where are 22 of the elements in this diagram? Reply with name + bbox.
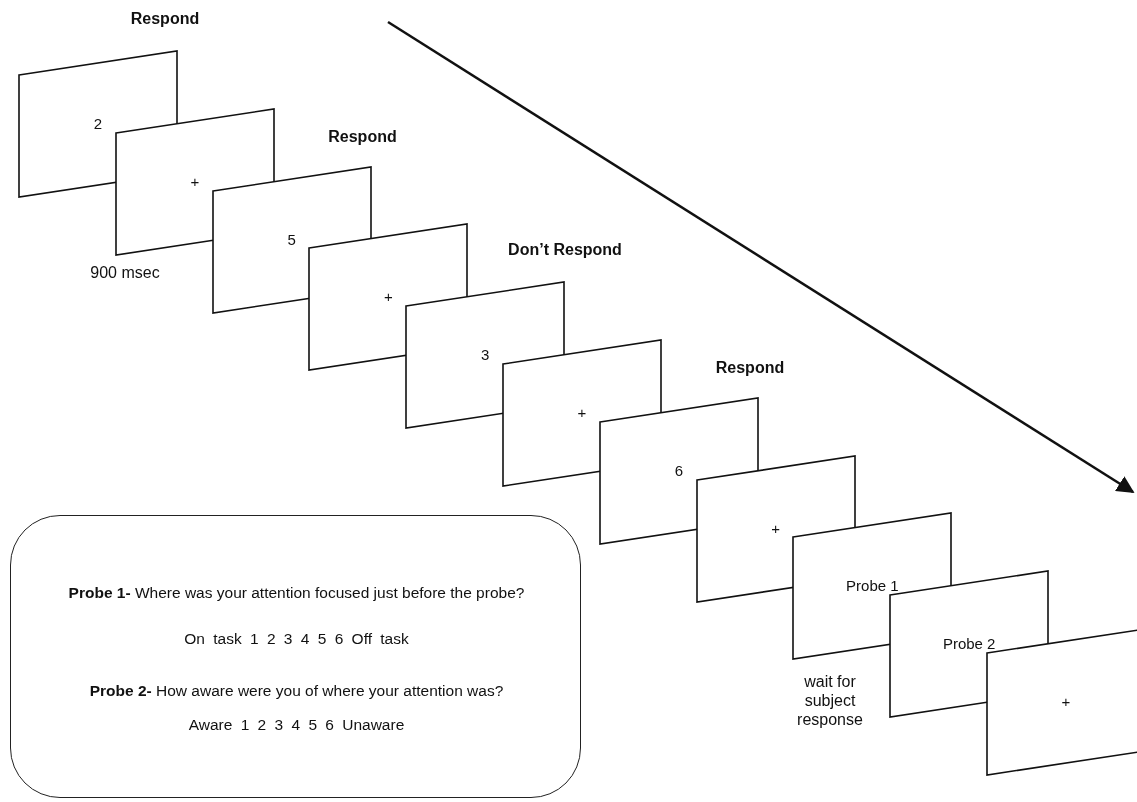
response-instruction: Don’t Respond: [507, 240, 623, 259]
screen-text: 3: [481, 345, 490, 366]
rating-scale: On task 1 2 3 4 5 6 Off task: [183, 629, 410, 649]
response-instruction: Respond: [129, 9, 201, 28]
response-instruction: Respond: [327, 127, 398, 146]
screen-text: +: [384, 287, 393, 308]
screen-text: +: [1061, 692, 1071, 712]
screen-text: +: [771, 518, 780, 539]
timing-note: wait for subject response: [796, 672, 864, 729]
screen-text: +: [577, 403, 587, 423]
screen-text: +: [190, 171, 200, 192]
screen-text: Probe 2: [942, 634, 996, 655]
screen-text: 2: [93, 114, 103, 134]
timing-note: 900 msec: [90, 263, 160, 282]
screen-text: 5: [287, 229, 296, 250]
screen-text: 6: [674, 460, 683, 481]
screen-text: Probe 1: [846, 576, 899, 597]
probe-panel: [10, 515, 581, 798]
probe-question: Probe 1- Where was your attention focused just before the probe?: [67, 583, 526, 603]
rating-scale: Aware 1 2 3 4 5 6 Unaware: [187, 715, 406, 735]
probe-question: Probe 2- How aware were you of where your attention was?: [88, 681, 505, 701]
response-instruction: Respond: [714, 358, 786, 377]
